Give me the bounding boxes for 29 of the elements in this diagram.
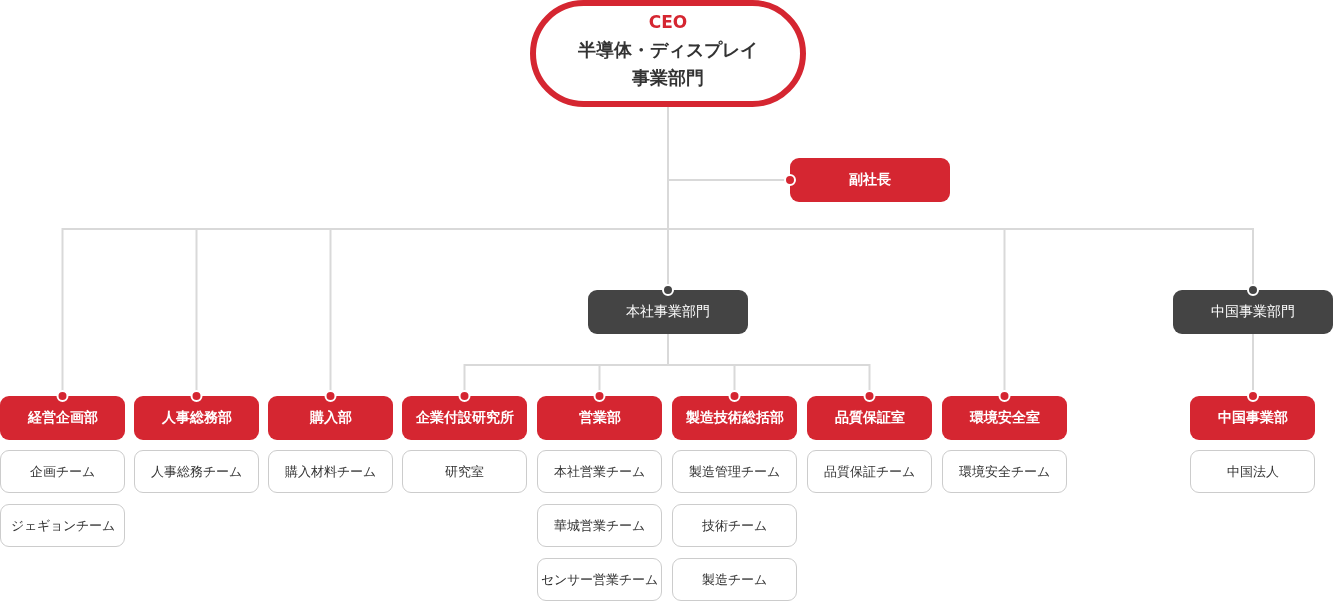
team-box: ジェギョンチーム	[0, 504, 125, 547]
department-box: 経営企画部	[0, 396, 125, 440]
team-box: 製造チーム	[672, 558, 797, 601]
department-box: 品質保証室	[807, 396, 932, 440]
team-box: 人事総務チーム	[134, 450, 259, 493]
role-box: 副社長	[790, 158, 950, 202]
connector-line	[1247, 333, 1259, 402]
team-box: 研究室	[402, 450, 527, 493]
team-box: 品質保証チーム	[807, 450, 932, 493]
department-box: 営業部	[537, 396, 662, 440]
department-box: 企業付設研究所	[402, 396, 527, 440]
team-box: 環境安全チーム	[942, 450, 1067, 493]
department-box: 環境安全室	[942, 396, 1067, 440]
team-box: センサー営業チーム	[537, 558, 662, 601]
department-box: 人事総務部	[134, 396, 259, 440]
role-title: CEO	[648, 12, 688, 32]
team-box: 製造管理チーム	[672, 450, 797, 493]
division-name: 半導体・ディスプレイ事業部門	[577, 38, 759, 90]
team-box: 企画チーム	[0, 450, 125, 493]
division-box: 本社事業部門	[588, 290, 748, 334]
department-box: 製造技術総括部	[672, 396, 797, 440]
division-box: 中国事業部門	[1173, 290, 1333, 334]
team-box: 技術チーム	[672, 504, 797, 547]
department-box: 購入部	[268, 396, 393, 440]
team-box: 本社営業チーム	[537, 450, 662, 493]
department-box: 中国事業部	[1190, 396, 1315, 440]
team-box: 購入材料チーム	[268, 450, 393, 493]
team-box: 華城営業チーム	[537, 504, 662, 547]
team-box: 中国法人	[1190, 450, 1315, 493]
